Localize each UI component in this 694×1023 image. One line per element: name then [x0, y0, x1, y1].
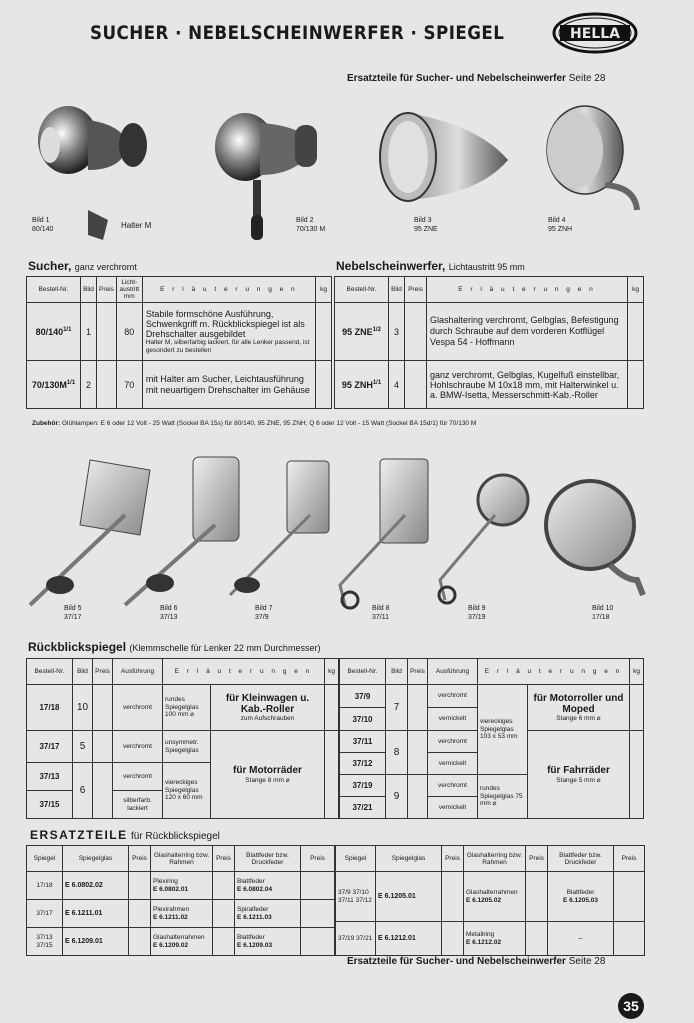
nebel-95znh-illustration: [546, 105, 640, 211]
table-row: 70/130M1/1 2 70 mit Halter am Sucher, Le…: [26, 360, 332, 409]
table-row: 37/19 9 verchromt rundes Spiegelglas 75 …: [339, 774, 644, 819]
ersatz-heading: ERSATZTEILE für Rückblickspiegel: [30, 828, 220, 842]
footer-ref-page: Seite 28: [568, 956, 606, 967]
hella-logo: HELLA: [552, 12, 638, 54]
table-row: 37/13 37/15 E 6.1209.01 Glashalterrahmen…: [26, 927, 335, 956]
th-kg: kg: [315, 276, 332, 303]
table-row: 95 ZNE1/2 3 Glashaltering verchromt, Gel…: [334, 302, 644, 361]
nebel-table: Bestell-Nr. Bild Preis E r l ä u t e r u…: [334, 276, 644, 409]
footer-ref-prefix: Ersatzteile für Sucher- und Nebelscheinw…: [347, 956, 566, 967]
rueck-table-left: Bestell-Nr. Bild Preis Ausführung E r l …: [26, 658, 339, 819]
footer-reference: Ersatzteile für Sucher- und Nebelscheinw…: [347, 956, 605, 967]
table-row: 37/17 5 verchromt unsymmetr. Spiegelglas…: [26, 730, 339, 819]
page-title: SUCHER · NEBELSCHEINWERFER · SPIEGEL: [90, 22, 505, 44]
sucher-heading: Sucher, ganz verchromt: [28, 259, 137, 273]
th-licht: Licht-austritt mm: [115, 276, 143, 303]
header-ref-page: Seite 28: [568, 73, 606, 84]
th-preis: Preis: [96, 276, 117, 303]
nebel-95zne-illustration: [379, 112, 508, 202]
th-erlaeuterungen: E r l ä u t e r u n g e n: [141, 276, 317, 303]
sucher-80-140-illustration: [38, 106, 147, 240]
table-row: 37/9 7 verchromt viereckiges Spiegelglas…: [339, 684, 644, 775]
table-row: 17/18 10 verchromt rundes Spiegelglas 10…: [26, 684, 339, 731]
sucher-table: Bestell-Nr. Bild Preis Licht-austritt mm…: [26, 276, 332, 409]
nebel-heading: Nebelscheinwerfer, Lichtaustritt 95 mm: [336, 259, 525, 273]
logo-text: HELLA: [570, 26, 620, 42]
th-bestell-nr: Bestell-Nr.: [26, 276, 81, 303]
sucher-70-130m-illustration: [215, 113, 317, 240]
mirrors-illustration: [28, 456, 646, 610]
rueck-table-right: Bestell-Nr. Bild Preis Ausführung E r l …: [339, 658, 644, 819]
page-number: 35: [618, 993, 644, 1019]
header-ref-prefix: Ersatzteile für Sucher- und Nebelscheinw…: [347, 73, 566, 84]
table-row: 37/21 vernickelt: [339, 796, 644, 819]
table-row: 37/13 6 verchromt viereckiges Spiegelgla…: [26, 762, 339, 819]
table-row: 37/9 37/10 37/11 37/12 E 6.1205.01 Glash…: [335, 871, 645, 922]
table-row: 37/15 silberfarb. lackiert: [26, 790, 339, 819]
th-bild: Bild: [80, 276, 97, 303]
ersatz-table-left: Spiegel Spiegelglas Preis Glashalterring…: [26, 845, 335, 956]
header-reference: Ersatzteile für Sucher- und Nebelscheinw…: [347, 73, 605, 84]
table-row: 95 ZNH1/1 4 ganz verchromt, Gelbglas, Ku…: [334, 360, 644, 409]
caption-halter-m: Halter M: [121, 221, 152, 230]
ersatz-table-right: Spiegel Spiegelglas Preis Glashalterring…: [335, 845, 645, 956]
rueck-heading: Rückblickspiegel (Klemmschelle für Lenke…: [28, 640, 321, 654]
table-row: 37/12 vernickelt: [339, 752, 644, 775]
table-row: 80/1401/1 1 80 Stabile formschöne Ausfüh…: [26, 302, 332, 361]
zubehoer-note: Zubehör: Glühlampen: E 6 oder 12 Volt - …: [32, 420, 477, 427]
